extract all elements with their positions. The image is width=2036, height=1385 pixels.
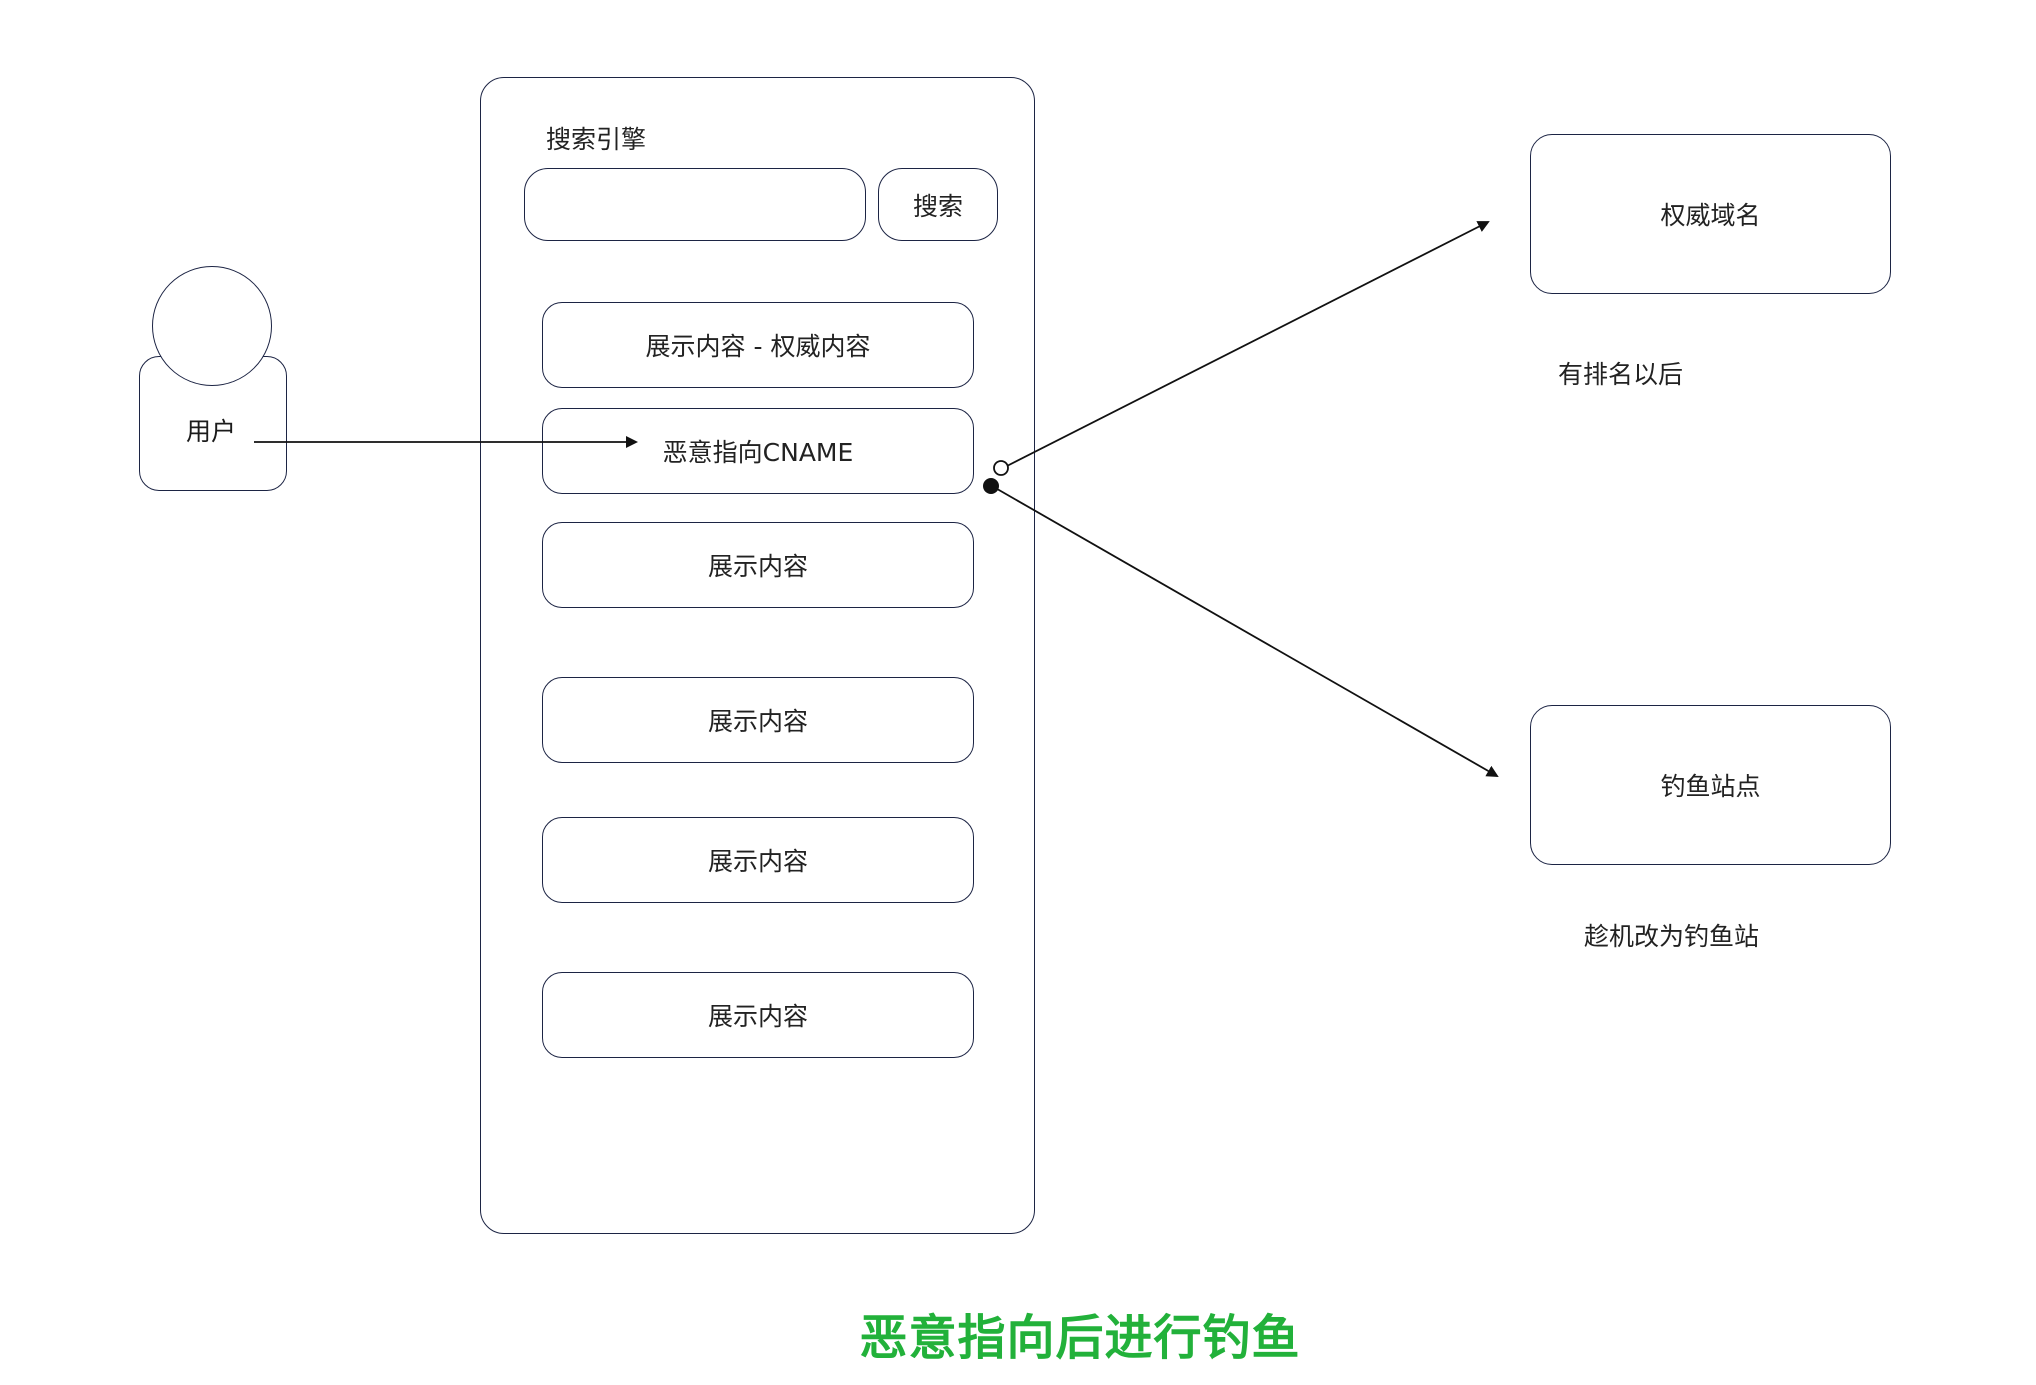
diagram-caption: 恶意指向后进行钓鱼 xyxy=(859,1310,1301,1366)
search-button[interactable]: 搜索 xyxy=(878,168,998,241)
authority-note: 有排名以后 xyxy=(1558,360,1684,389)
phishing-note: 趁机改为钓鱼站 xyxy=(1584,922,1760,951)
user-label: 用户 xyxy=(186,417,237,446)
result-display-content[interactable]: 展示内容 xyxy=(542,972,974,1058)
search-engine-title: 搜索引擎 xyxy=(546,125,647,154)
result-authoritative-content[interactable]: 展示内容 - 权威内容 xyxy=(542,302,974,388)
search-engine-panel xyxy=(480,77,1035,1234)
cname-to-authority-arrow xyxy=(1004,221,1490,468)
result-display-content[interactable]: 展示内容 xyxy=(542,522,974,608)
result-display-content[interactable]: 展示内容 xyxy=(542,677,974,763)
phishing-site-box: 钓鱼站点 xyxy=(1530,705,1891,865)
result-malicious-cname[interactable]: 恶意指向CNAME xyxy=(542,408,974,494)
user-head xyxy=(152,266,272,386)
result-display-content[interactable]: 展示内容 xyxy=(542,817,974,903)
cname-to-phishing-arrow xyxy=(991,485,1499,777)
search-input[interactable] xyxy=(524,168,866,241)
authoritative-domain-box: 权威域名 xyxy=(1530,134,1891,294)
